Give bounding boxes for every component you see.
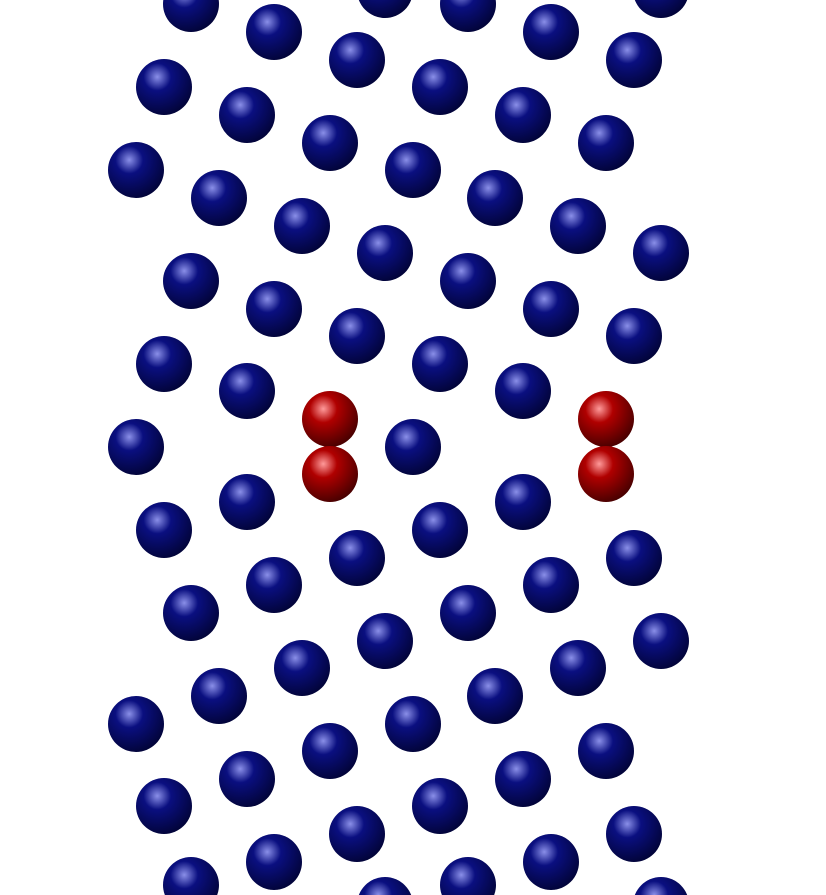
host-atom	[634, 0, 688, 18]
host-atom	[495, 751, 551, 807]
host-atom	[385, 419, 441, 475]
host-atom	[440, 253, 496, 309]
host-atom	[412, 59, 468, 115]
host-atom	[358, 877, 412, 895]
host-atom	[412, 502, 468, 558]
host-atom	[606, 308, 662, 364]
host-atom	[606, 806, 662, 862]
host-atom	[136, 502, 192, 558]
host-atom	[246, 834, 302, 890]
host-atom	[302, 723, 358, 779]
host-atom	[329, 806, 385, 862]
host-atom	[550, 198, 606, 254]
host-atom	[163, 0, 219, 32]
host-atom	[108, 696, 164, 752]
host-atom	[357, 225, 413, 281]
host-atom	[578, 115, 634, 171]
dimer-atom	[302, 446, 358, 502]
host-atom	[246, 557, 302, 613]
host-atom	[357, 613, 413, 669]
host-atom	[219, 474, 275, 530]
host-atom	[412, 336, 468, 392]
host-atom	[136, 59, 192, 115]
host-atom	[606, 32, 662, 88]
host-atom	[136, 336, 192, 392]
host-atom	[163, 253, 219, 309]
host-atom	[440, 585, 496, 641]
host-atom	[385, 142, 441, 198]
host-atom	[633, 613, 689, 669]
host-atom	[523, 281, 579, 337]
host-atom	[523, 557, 579, 613]
host-atom	[274, 198, 330, 254]
host-atom	[495, 87, 551, 143]
host-atom	[385, 696, 441, 752]
host-atom	[136, 778, 192, 834]
host-atom	[606, 530, 662, 586]
host-atom	[523, 4, 579, 60]
host-atom	[191, 170, 247, 226]
host-atom	[329, 530, 385, 586]
host-atom	[329, 32, 385, 88]
host-atom	[163, 585, 219, 641]
host-atom	[108, 142, 164, 198]
host-atom	[495, 474, 551, 530]
dimer-atom	[578, 446, 634, 502]
host-atom	[634, 877, 688, 895]
host-atom	[274, 640, 330, 696]
host-atom	[440, 0, 496, 32]
host-atom	[329, 308, 385, 364]
dimer-atom	[302, 391, 358, 447]
host-atom	[578, 723, 634, 779]
host-atom	[302, 115, 358, 171]
host-atom	[358, 0, 412, 18]
host-atom	[219, 363, 275, 419]
host-atom	[219, 751, 275, 807]
host-atom	[163, 857, 219, 895]
host-atom	[108, 419, 164, 475]
host-atom	[495, 363, 551, 419]
atom-layer	[108, 0, 689, 895]
host-atom	[523, 834, 579, 890]
host-atom	[467, 170, 523, 226]
host-atom	[467, 668, 523, 724]
host-atom	[246, 281, 302, 337]
host-atom	[550, 640, 606, 696]
host-atom	[440, 857, 496, 895]
host-atom	[412, 778, 468, 834]
host-atom	[219, 87, 275, 143]
host-atom	[246, 4, 302, 60]
host-atom	[191, 668, 247, 724]
host-atom	[633, 225, 689, 281]
dimer-atom	[578, 391, 634, 447]
